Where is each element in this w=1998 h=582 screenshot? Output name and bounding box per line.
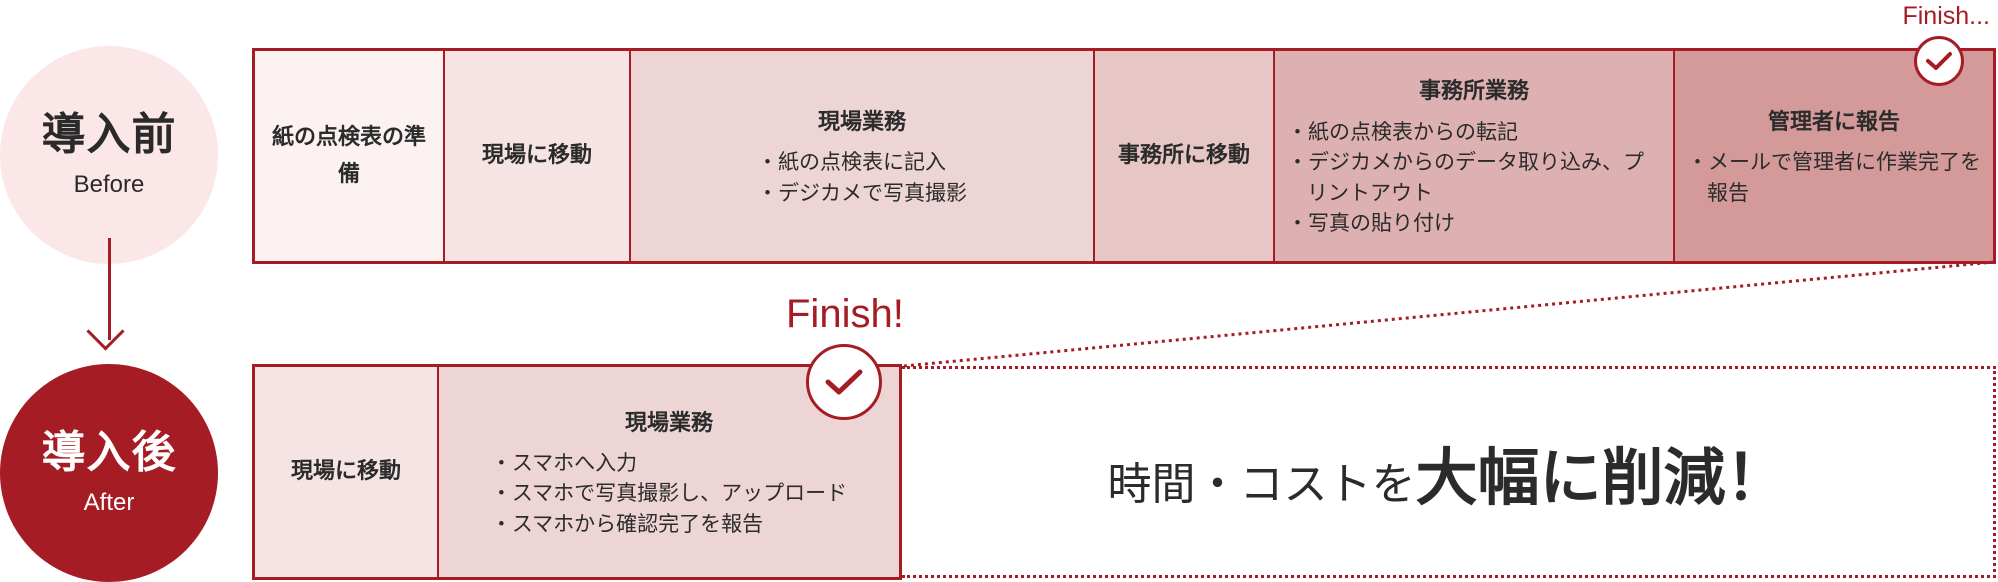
step-title: 事務所に移動 xyxy=(1117,143,1250,169)
step-title: 現場に移動 xyxy=(481,143,592,169)
bullet-item: デジカメで写真撮影 xyxy=(757,178,967,208)
step-bullets: スマホへ入力 スマホで写真撮影し、アップロード スマホから確認完了を報告 xyxy=(491,448,847,539)
before-steps-row: 紙の点検表の準備 現場に移動 現場業務 紙の点検表に記入 デジカメで写真撮影 事… xyxy=(252,48,1996,264)
step-title: 事務所業務 xyxy=(1418,79,1529,105)
step-title: 現場業務 xyxy=(624,410,713,436)
after-sublabel: After xyxy=(83,489,135,517)
before-check-icon xyxy=(1914,36,1964,86)
bullet-item: 紙の点検表からの転記 xyxy=(1287,117,1661,147)
step-title: 現場業務 xyxy=(817,109,906,135)
bullet-item: 写真の貼り付け xyxy=(1287,208,1661,238)
step-title: 現場に移動 xyxy=(290,459,401,485)
result-emphasis: 大幅に削減！ xyxy=(1415,441,1788,514)
bullet-item: スマホから確認完了を報告 xyxy=(491,509,847,539)
before-step-1: 紙の点検表の準備 xyxy=(255,51,445,261)
result-box: 時間・コストを大幅に削減！ xyxy=(902,366,1996,578)
before-step-2: 現場に移動 xyxy=(445,51,631,261)
before-circle: 導入前 Before xyxy=(0,46,218,264)
step-title: 管理者に報告 xyxy=(1767,109,1900,135)
bullet-item: メールで管理者に作業完了を報告 xyxy=(1687,147,1981,208)
after-circle: 導入後 After xyxy=(0,364,218,582)
step-bullets: 紙の点検表からの転記 デジカメからのデータ取り込み、プリントアウト 写真の貼り付… xyxy=(1287,117,1661,239)
before-finish-label: Finish... xyxy=(1902,2,1990,30)
after-label: 導入後 xyxy=(41,426,177,478)
bullet-item: スマホへ入力 xyxy=(491,448,847,478)
result-message: 時間・コストを大幅に削減！ xyxy=(1107,427,1787,517)
step-title: 紙の点検表の準備 xyxy=(271,124,426,187)
result-prefix: 時間・コストを xyxy=(1107,459,1416,510)
before-label: 導入前 xyxy=(41,108,177,160)
after-finish-label: Finish! xyxy=(786,292,904,336)
before-sublabel: Before xyxy=(73,171,145,199)
step-bullets: 紙の点検表に記入 デジカメで写真撮影 xyxy=(757,147,967,208)
bullet-item: スマホで写真撮影し、アップロード xyxy=(491,478,847,508)
before-step-5: 事務所業務 紙の点検表からの転記 デジカメからのデータ取り込み、プリントアウト … xyxy=(1275,51,1675,261)
before-step-6: 管理者に報告 メールで管理者に作業完了を報告 xyxy=(1675,51,1993,261)
down-arrow-line xyxy=(108,238,111,340)
bullet-item: デジカメからのデータ取り込み、プリントアウト xyxy=(1287,147,1661,208)
after-step-1: 現場に移動 xyxy=(255,367,439,577)
before-step-3: 現場業務 紙の点検表に記入 デジカメで写真撮影 xyxy=(631,51,1095,261)
step-bullets: メールで管理者に作業完了を報告 xyxy=(1687,147,1981,208)
bullet-item: 紙の点検表に記入 xyxy=(757,147,967,177)
after-check-icon xyxy=(806,344,882,420)
before-step-4: 事務所に移動 xyxy=(1095,51,1275,261)
